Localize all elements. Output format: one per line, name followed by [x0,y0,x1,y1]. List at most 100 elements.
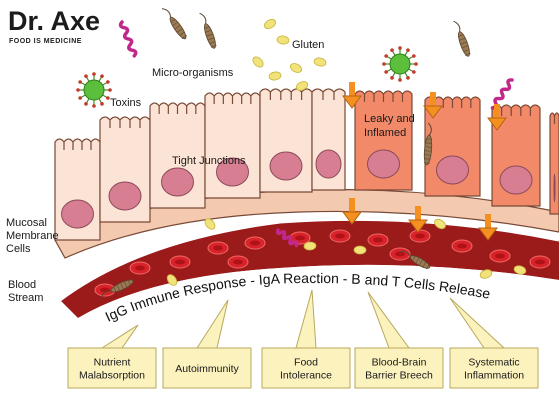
red-blood-cell [367,233,389,247]
bacterium-band [205,29,212,33]
callout-pointer [449,297,506,349]
virus-spike-tip [406,48,410,52]
red-blood-cell [451,239,473,253]
red-blood-cell [489,249,511,263]
bacterium-band [120,283,124,289]
leaky-label-line2: Inflamed [364,127,406,139]
worm-body [490,78,514,110]
toxin-virus-icon [382,46,418,82]
cell-center [135,265,145,271]
bacterium-body [458,31,470,57]
red-blood-cell [129,261,151,275]
arrow-head [487,117,507,131]
epithelial-cell [54,138,101,241]
epithelial-cell [311,88,346,191]
cell-center [415,233,425,239]
bacterium-band [113,286,117,293]
brand-tagline: FOOD IS MEDICINE [9,38,82,45]
bacterium-band [425,146,432,148]
arrow-head [408,219,428,233]
bacterium-band [459,37,466,41]
epithelial-cell [424,96,481,197]
particles-layer [76,8,551,299]
virus-spike-tip [382,62,386,66]
virus-spike-tip [390,76,394,80]
virus-spike-tip [406,76,410,80]
virus-spike-tip [108,88,112,92]
bacterium-flagellum [161,8,172,18]
virus-spike-tip [384,54,388,58]
virus-spike-tip [106,96,110,100]
virus-spike-tip [84,102,88,106]
cell-nucleus [553,173,556,203]
bacterium-band [422,261,427,268]
red-blood-cell [227,255,249,269]
cell-center [373,237,383,243]
bacterium-band [424,154,431,156]
red-blood-cell [207,241,229,255]
callout-text-line2: Intolerance [280,370,332,382]
penetration-arrow-icon [342,198,362,225]
micro-organism-bacterium-icon [161,8,187,40]
arrow-head [423,105,443,119]
bacterium-band [425,142,432,144]
bacterium-flagellum [453,20,461,32]
penetration-arrow-icon [478,214,498,241]
callout-box [67,347,157,389]
arrow-head [478,227,498,241]
cell-center [295,235,305,241]
epithelial-cell [259,88,313,193]
bacterium-band [116,284,120,291]
red-blood-cell [529,255,551,269]
callout-box [449,347,539,389]
virus-body [389,53,411,75]
virus-spike-tip [412,70,416,74]
worm-body [275,228,299,248]
micro-organism-bacterium-icon [398,251,431,270]
brand-logo: Dr. Axe FOOD IS MEDICINE [8,6,100,45]
virus-spike-tip [398,46,402,50]
bacterium-band [179,31,185,36]
virus-spike-tip [398,78,402,82]
cell-center [233,259,243,265]
mucosal-label-line2: Membrane [6,230,59,242]
cell-nucleus [216,157,249,187]
bacterium-band [426,263,430,270]
callout-text-line1: Nutrient [94,357,131,369]
callout-text-line2: Malabsorption [79,370,145,382]
mucosal-label-line1: Mucosal [6,217,47,229]
epithelial-cell [99,116,151,223]
gluten-particle [295,81,309,91]
bacterium-band [419,259,423,266]
virus-spike-tip [84,74,88,78]
gluten-particle [434,218,446,230]
cell-nucleus [367,149,400,179]
gluten-particle [289,63,303,73]
virus-spike-tip [76,88,80,92]
callout-text-line1: Blood-Brain [372,357,427,369]
red-blood-cell [329,229,351,243]
callout-box [261,347,351,389]
callout-text-line2: Barrier Breech [365,370,433,382]
epithelial-cell [149,102,206,209]
red-blood-cell [244,236,266,250]
vessel-outer-wall [59,217,559,302]
caption-band [78,264,559,330]
cell-center [213,245,223,251]
bacterium-band [458,34,464,37]
cell-nucleus [315,149,342,179]
micro-organism-worm-icon [118,20,138,58]
bacterium-band [412,255,416,262]
micro-organism-worm-icon [490,78,514,110]
callout-pointer [367,291,410,349]
arrow-head [342,211,362,225]
outcome-callouts: NutrientMalabsorptionAutoimmunityFoodInt… [67,289,539,389]
virus-spike-tip [100,74,104,78]
arrow-head [342,95,362,109]
bacterium-band [424,150,431,152]
micro-organism-bacterium-icon [199,12,217,49]
gluten-particle [303,241,317,251]
cell-center [250,240,260,246]
